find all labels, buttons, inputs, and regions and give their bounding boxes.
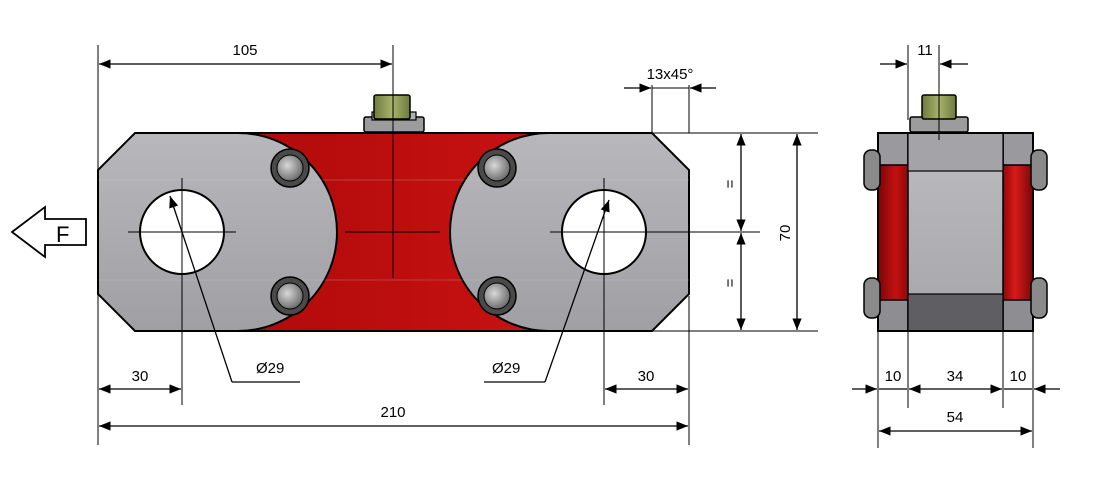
svg-text:10: 10 [885,368,902,385]
side-red-plate-left [877,164,909,301]
svg-text:Ø29: Ø29 [492,360,520,377]
svg-text:210: 210 [380,404,405,421]
side-view: 11 10 34 10 54 [852,42,1060,448]
svg-text:Ø29: Ø29 [256,360,284,377]
dimension-10-34-10: 10 34 10 [852,368,1060,394]
dimension-105: 105 [99,42,392,69]
dimension-11: 11 [880,42,968,69]
dimension-70: 70 [777,134,802,330]
side-extension-lines [877,45,1034,448]
svg-text:13x45°: 13x45° [647,66,694,83]
force-arrow: F [10,205,87,259]
side-bolts [863,149,1048,319]
force-label: F [56,222,69,247]
bolt-top-right [477,148,517,188]
dimension-hole-left: Ø29 [169,195,300,383]
svg-text:=: = [722,278,739,287]
dimension-210: 210 [99,404,688,431]
svg-text:105: 105 [232,42,257,59]
svg-text:70: 70 [777,225,794,242]
svg-text:=: = [722,179,739,188]
bolt-bottom-left [270,276,310,316]
svg-text:34: 34 [947,368,964,385]
svg-text:30: 30 [638,368,655,385]
svg-text:54: 54 [947,409,964,426]
dimension-30-right: 30 [605,368,688,394]
dimension-30-left: 30 [99,368,181,394]
svg-text:11: 11 [917,42,933,59]
front-view: F 105 13x45° 70 [10,42,818,445]
dimension-hole-right: Ø29 [484,199,610,383]
center-lines [128,45,688,405]
side-red-plate-right [1002,164,1034,301]
dimension-54: 54 [879,409,1032,436]
cable-connector [363,94,425,133]
svg-text:30: 30 [132,368,149,385]
dimension-equal-halves: = = [722,134,746,330]
extension-lines [97,45,818,445]
dimension-chamfer: 13x45° [624,66,716,93]
bolt-bottom-right [477,276,517,316]
bolt-top-left [270,148,310,188]
svg-text:10: 10 [1010,368,1027,385]
